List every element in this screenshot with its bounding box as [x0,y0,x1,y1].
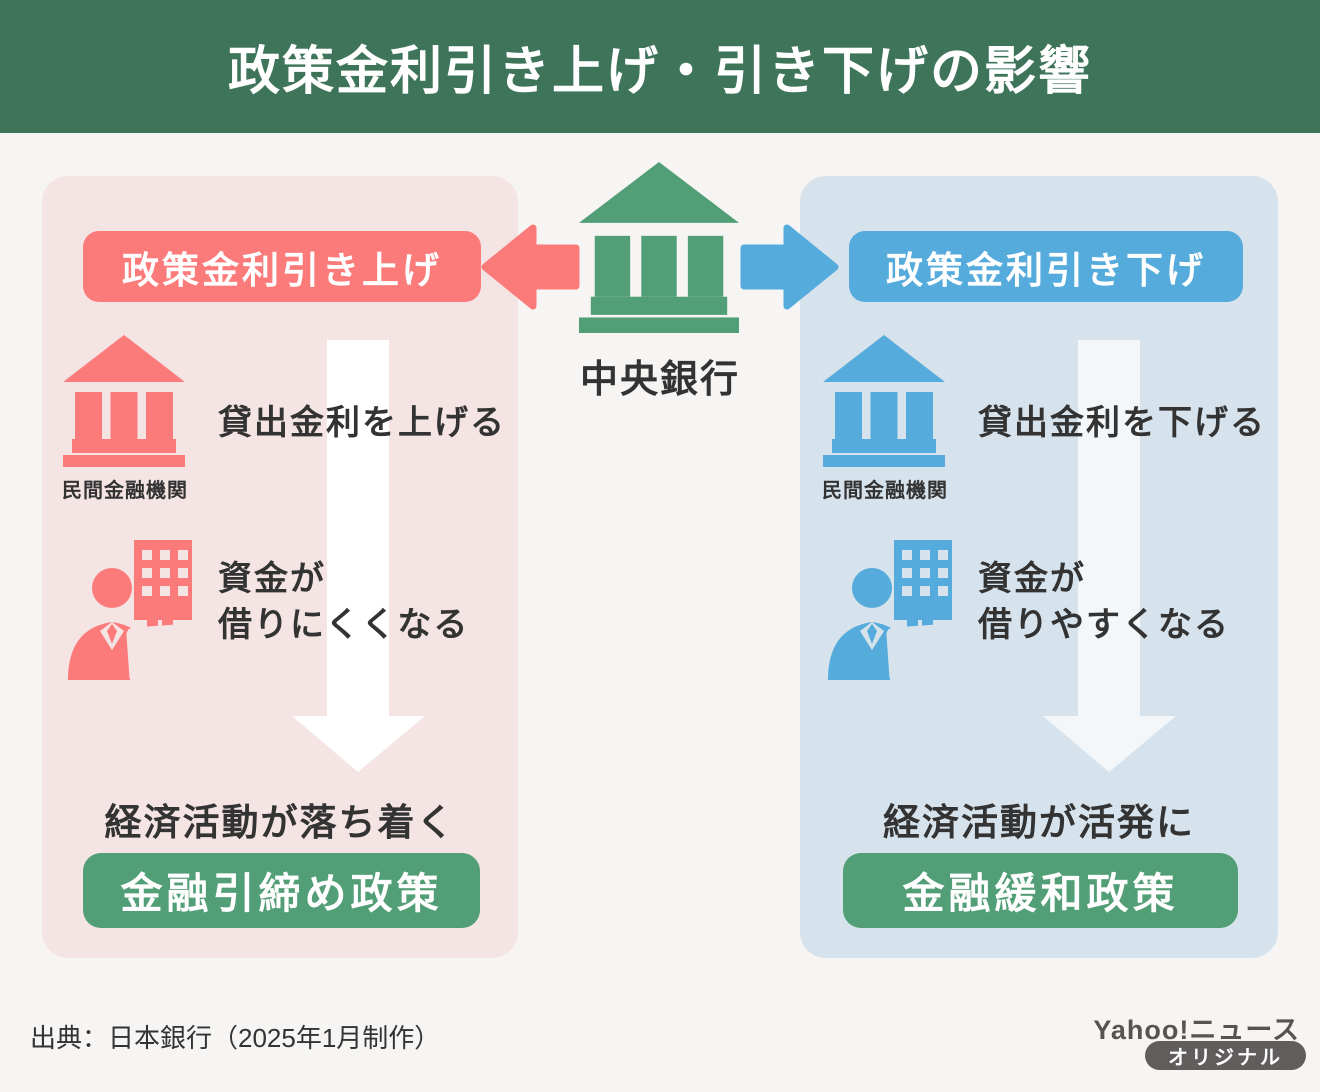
private-bank-icon [823,335,945,467]
borrower-icon [68,540,194,680]
easing-policy-chip: 金融緩和政策 [843,853,1238,928]
yahoo-news-logo: Yahoo!ニュース [1093,1015,1300,1045]
rate-cut-chip-label: 政策金利引き下げ [886,249,1206,291]
rate-cut-panel [800,176,1278,958]
rate-hike-chip-label: 政策金利引き上げ [122,249,442,291]
lending-rate-text: 貸出金利を下げる [978,404,1266,442]
tightening-policy-label: 金融引締め政策 [120,870,443,917]
central-bank-label: 中央銀行 [579,359,740,401]
source-text: 出典：日本銀行（2025年1月制作） [30,1023,441,1053]
easing-policy-label: 金融緩和政策 [902,870,1179,917]
private-bank-icon [63,335,185,467]
funds-text-line2: 借りやすくなる [978,606,1230,644]
private-bank-caption: 民間金融機関 [62,480,188,502]
economy-result-text: 経済活動が落ち着く [104,802,456,843]
rate-hike-chip: 政策金利引き上げ [83,231,481,302]
original-badge-label: オリジナル [1168,1047,1283,1069]
lending-rate-text: 貸出金利を上げる [218,404,506,442]
private-bank-caption: 民間金融機関 [822,480,948,502]
rate-cut-chip: 政策金利引き下げ [849,231,1243,302]
tightening-policy-chip: 金融引締め政策 [83,853,480,928]
funds-text-line1: 資金が [978,560,1086,598]
header-bar: 政策金利引き上げ・引き下げの影響 [0,0,1320,133]
rate-hike-panel [42,176,518,958]
down-arrow-icon [1043,340,1176,772]
original-badge: オリジナル [1145,1041,1306,1070]
page-title: 政策金利引き上げ・引き下げの影響 [227,43,1092,101]
arrow-right-icon [740,224,839,310]
central-bank-icon [579,162,739,333]
down-arrow-icon [292,340,425,772]
arrow-left-icon [481,224,580,310]
funds-text-line2: 借りにくくなる [218,606,470,644]
funds-text: 資金が 借りやすくなる [978,556,1230,648]
funds-text-line1: 資金が [218,560,326,598]
borrower-icon [828,540,954,680]
economy-result-text: 経済活動が活発に [883,802,1195,843]
funds-text: 資金が 借りにくくなる [218,556,469,648]
